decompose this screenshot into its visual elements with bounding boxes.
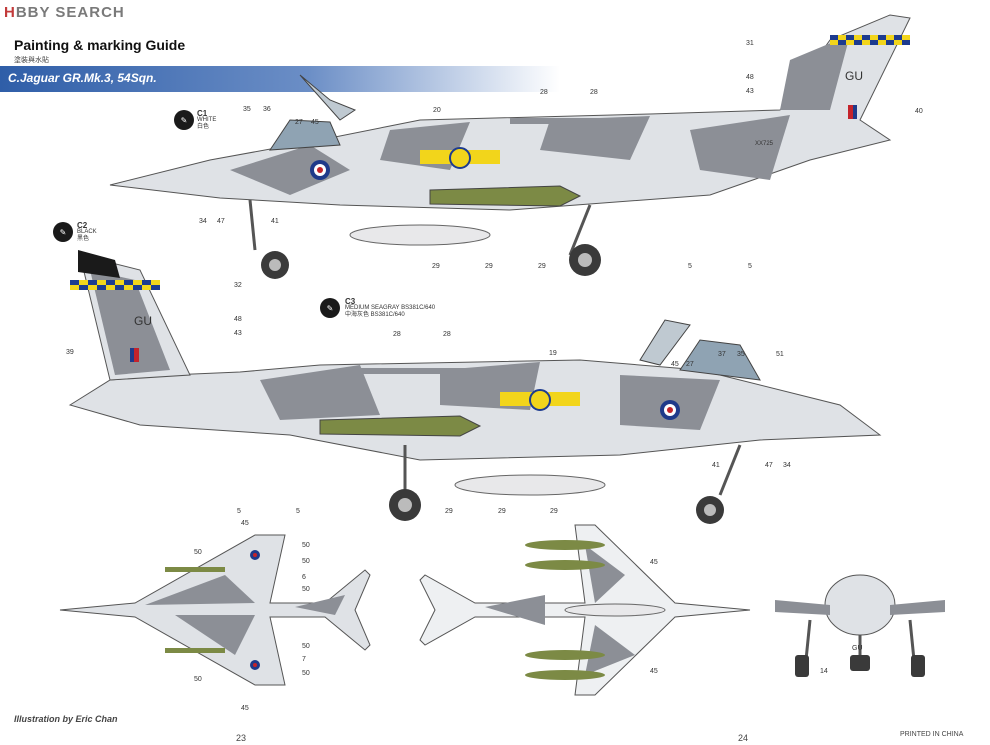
callout: 47 [217,218,225,225]
callout: 48 [746,74,754,81]
chip-cn: 中海灰色 BS381C/640 [345,312,405,318]
page-title: Painting & marking Guide [14,37,186,53]
callout: 28 [393,331,401,338]
callout: 50 [194,676,202,683]
callout: 45 [650,559,658,566]
color-chip-seagray-label: C3 MEDIUM SEAGRAY BS381C/640 中海灰色 BS381C… [345,298,435,319]
callout: 28 [540,89,548,96]
callout: 35 [243,106,251,113]
callout: 20 [433,107,441,114]
callout: 37 [718,351,726,358]
callout: 29 [485,263,493,270]
callout: 41 [271,218,279,225]
page-number-left: 23 [236,733,247,743]
callout: 7 [302,656,306,663]
callout: 31 [746,40,754,47]
callout: 39 [66,349,74,356]
chip-code: C2 [77,221,88,230]
callout: 50 [194,549,202,556]
watermark-logo: HBBY SEARCH [4,4,125,21]
chip-name: MEDIUM SEAGRAY BS381C/640 [345,305,436,311]
callout: 5 [237,508,241,515]
page-subtitle: 塗裝與水貼 [14,57,49,64]
aircraft-plan-top-view [59,534,371,686]
tail-code: GU [852,645,863,652]
callout: 50 [302,558,310,565]
page-number-right: 24 [738,733,749,743]
tail-code: GU [845,69,863,83]
callout: 34 [199,218,207,225]
chip-cn: 黑色 [77,236,90,242]
color-chip-black: ✎ [53,222,73,242]
color-chip-black-label: C2 BLACK 黑色 [77,222,97,243]
callout: 32 [234,282,242,289]
color-chip-seagray: ✎ [320,298,340,318]
color-chip-white: ✎ [174,110,194,130]
color-chip-white-label: C1 WHITE 白色 [197,110,216,131]
callout: 45 [311,119,319,126]
callout: 50 [302,643,310,650]
callout: 35 [737,351,745,358]
aircraft-designation: C.Jaguar GR.Mk.3, 54Sqn. [8,71,157,85]
callout: 47 [765,462,773,469]
callout: 43 [234,330,242,337]
callout: 48 [234,316,242,323]
paint-brush-icon: ✎ [174,110,194,130]
callout: 19 [549,350,557,357]
callout: 45 [650,668,658,675]
paint-brush-icon: ✎ [320,298,340,318]
chip-code: C1 [197,109,208,118]
callout: 28 [443,331,451,338]
callout: 5 [748,263,752,270]
paint-brush-icon: ✎ [53,222,73,242]
callout: 29 [432,263,440,270]
callout: 6 [302,574,306,581]
callout: 45 [241,520,249,527]
callout: 45 [241,705,249,712]
callout: 27 [295,119,303,126]
callout: 50 [302,586,310,593]
callout: 14 [820,668,828,675]
illustrator-credit: Illustration by Eric Chan [14,714,118,724]
aircraft-plan-bottom-view [419,524,751,696]
tail-code: GU [134,314,152,328]
chip-name: WHITE [197,117,217,123]
aircraft-profile-left-side: XX725 GU [109,14,911,279]
callout: 29 [550,508,558,515]
callout: 34 [783,462,791,469]
callout: 41 [712,462,720,469]
chip-name: BLACK [77,229,97,235]
aircraft-profile-right-side: GU [68,250,882,524]
callout: 5 [688,263,692,270]
callout: 29 [538,263,546,270]
callout: 50 [302,670,310,677]
callout: 40 [915,108,923,115]
callout: 36 [263,106,271,113]
aircraft-front-view: GU [775,574,945,677]
callout: 27 [686,361,694,368]
printed-in-china: PRINTED IN CHINA [900,731,964,738]
callout: 45 [671,361,679,368]
title-banner [0,66,560,92]
callout: 29 [445,508,453,515]
callout: 50 [302,542,310,549]
serial-number: XX725 [755,141,774,147]
callout: 51 [776,351,784,358]
callout: 5 [296,508,300,515]
callout: 29 [498,508,506,515]
callout: 43 [746,88,754,95]
chip-code: C3 [345,297,356,306]
callout: 28 [590,89,598,96]
chip-cn: 白色 [197,124,210,130]
